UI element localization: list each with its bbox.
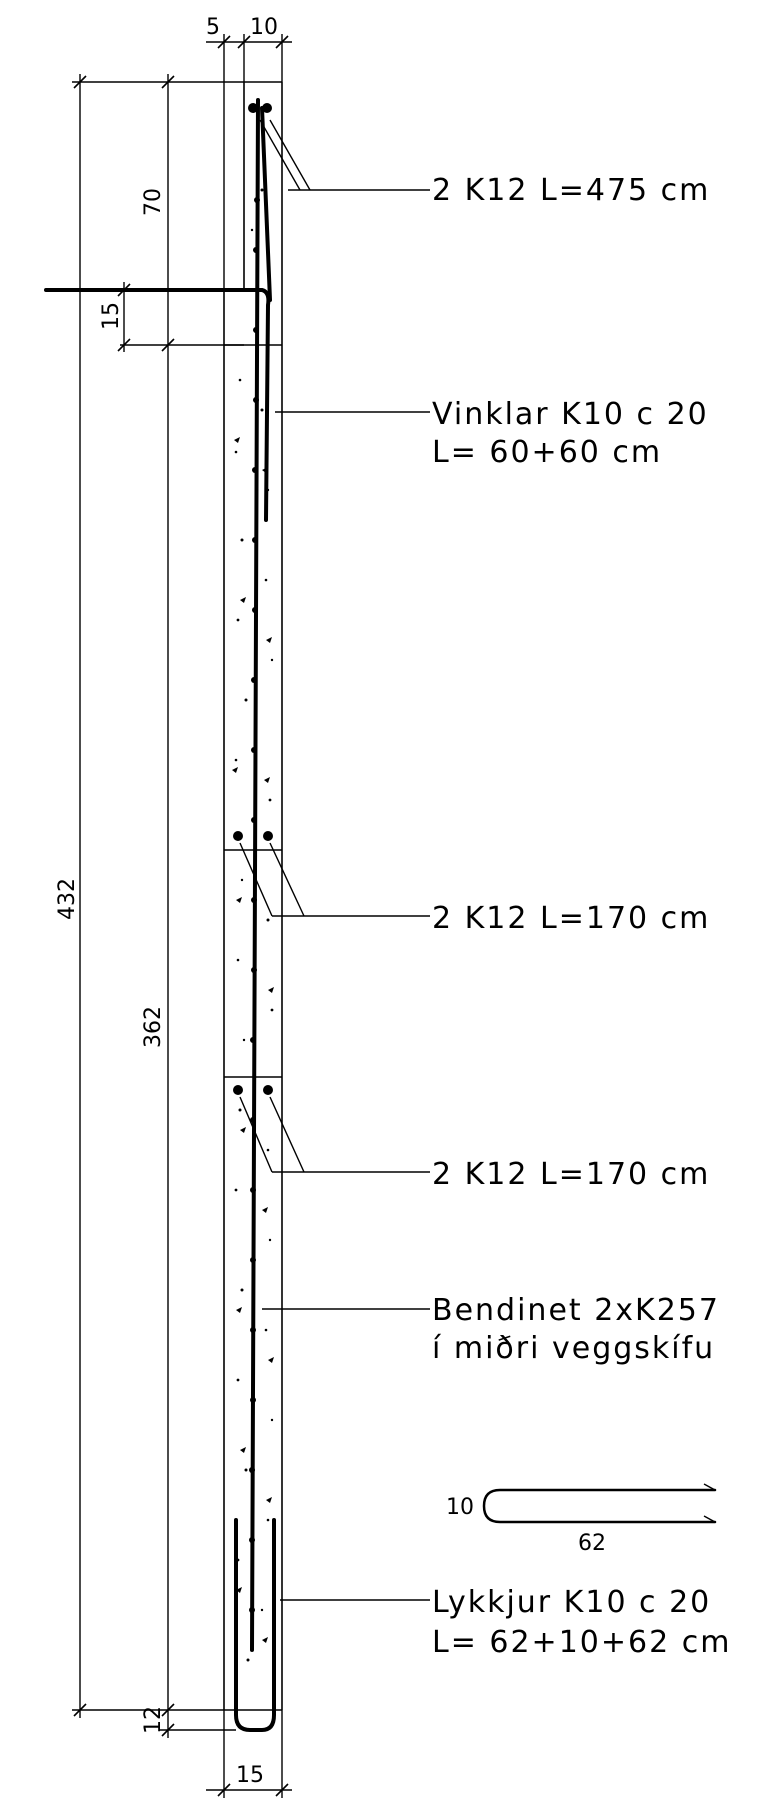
callout-top-bars: 2 K12 L=475 cm xyxy=(432,173,710,208)
dim-bottom-width: 15 xyxy=(236,1763,264,1788)
angle-bar xyxy=(44,288,271,522)
callout-loops: Lykkjur K10 c 20 xyxy=(432,1585,711,1620)
wall-outline xyxy=(46,81,283,1711)
callout-loops-length: L= 62+10+62 cm xyxy=(432,1625,731,1660)
callout-angle-bars-length: L= 60+60 cm xyxy=(432,435,662,470)
top-bar-right xyxy=(262,103,272,113)
reinforcement xyxy=(44,98,276,1732)
dim-top-width: 10 xyxy=(250,15,278,40)
top-bar-left xyxy=(248,103,258,113)
concrete-hatch xyxy=(232,188,274,1662)
callout-joint2-bars: 2 K12 L=170 cm xyxy=(432,1157,710,1192)
bottom-loop xyxy=(234,1518,276,1732)
loop-detail-height: 10 xyxy=(446,1495,474,1520)
callout-labels: 2 K12 L=475 cm Vinklar K10 c 20 L= 60+60… xyxy=(432,173,731,1660)
dim-slab-height: 15 xyxy=(99,302,124,330)
dimension-lines xyxy=(72,34,292,1798)
joint1-bar-left xyxy=(233,831,243,841)
joint2-bar-left xyxy=(233,1085,243,1095)
callout-mesh: Bendinet 2xK257 xyxy=(432,1293,720,1328)
mesh-bar xyxy=(250,98,260,1652)
dim-upper-height: 70 xyxy=(141,188,166,216)
loop-detail: 10 62 xyxy=(446,1483,717,1556)
callout-leaders xyxy=(239,119,430,1601)
callout-mesh-position: í miðri veggskífu xyxy=(432,1331,715,1366)
dim-total-height: 432 xyxy=(55,878,80,920)
dim-bottom-height: 12 xyxy=(141,1706,166,1734)
callout-joint1-bars: 2 K12 L=170 cm xyxy=(432,901,710,936)
joint1-bar-right xyxy=(263,831,273,841)
callout-angle-bars: Vinklar K10 c 20 xyxy=(432,397,709,432)
joint2-bar-right xyxy=(263,1085,273,1095)
dim-top-cover: 5 xyxy=(206,15,220,40)
dim-wall-height: 362 xyxy=(141,1006,166,1048)
loop-detail-length: 62 xyxy=(578,1531,606,1556)
dimension-labels: 5 10 70 15 432 362 12 15 xyxy=(55,15,278,1788)
